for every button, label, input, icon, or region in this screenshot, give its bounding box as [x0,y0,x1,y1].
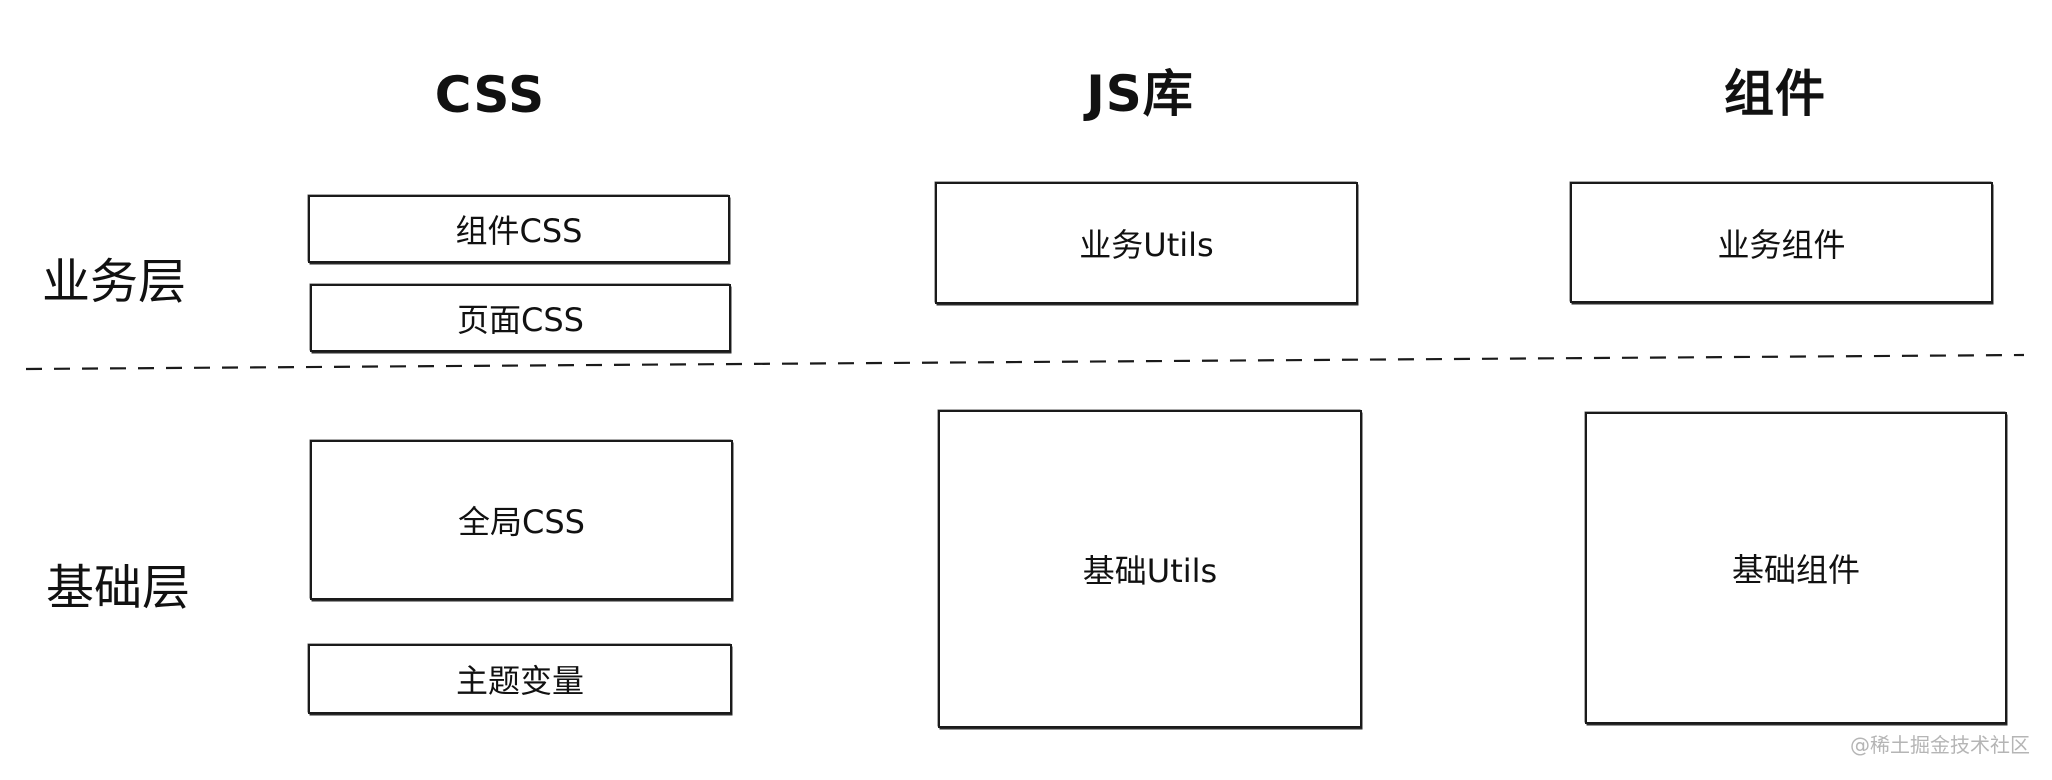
box-theme-variables-label: 主题变量 [455,662,584,700]
box-business-components: 业务组件 [1570,182,1993,303]
column-header-components: 组件 [1724,65,1826,123]
watermark-text: @稀土掘金技术社区 [1850,733,2030,757]
box-page-css-label: 页面CSS [457,301,584,339]
box-global-css-label: 全局CSS [458,503,585,541]
box-business-components-label: 业务组件 [1717,225,1846,264]
column-header-js: JS库 [1086,65,1194,123]
box-business-utils-label: 业务Utils [1079,226,1214,264]
box-global-css: 全局CSS [310,440,733,600]
box-base-utils-label: 基础Utils [1082,552,1218,590]
box-base-components: 基础组件 [1585,412,2007,724]
box-business-utils: 业务Utils [935,182,1358,304]
box-base-components-label: 基础组件 [1731,551,1860,589]
column-header-css: CSS [434,66,546,124]
row-label-business: 业务层 [42,254,187,310]
box-base-utils: 基础Utils [938,410,1362,728]
box-page-css: 页面CSS [310,284,731,352]
row-label-base: 基础层 [46,560,191,616]
box-component-css: 组件CSS [308,195,730,263]
box-component-css-label: 组件CSS [455,212,583,250]
box-theme-variables: 主题变量 [308,644,732,714]
